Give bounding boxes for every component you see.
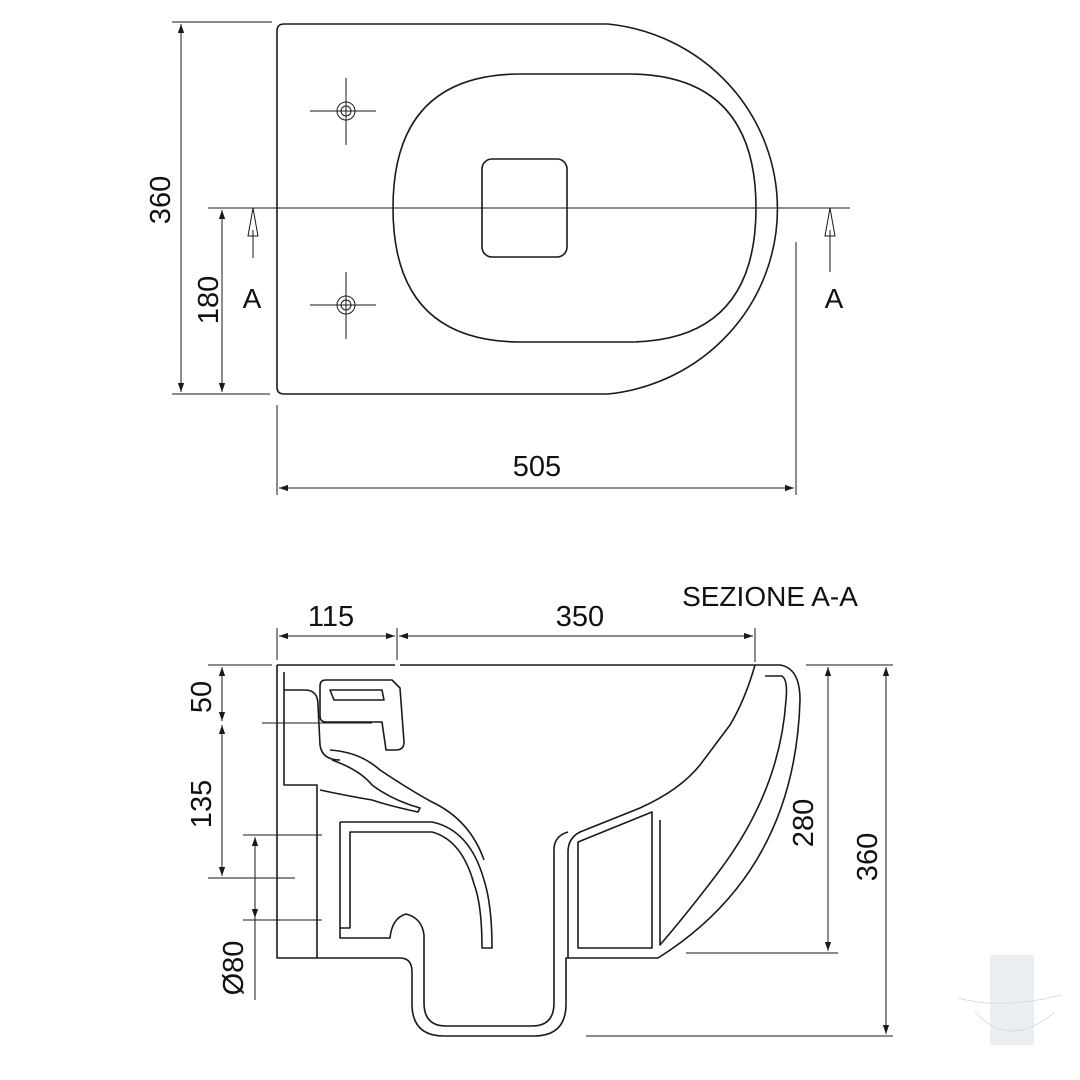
dim-280: 280 — [788, 799, 820, 847]
section-rim-front — [567, 664, 756, 958]
section-mark-left: A — [243, 283, 262, 314]
dim-115: 115 — [308, 601, 354, 633]
dim-plan-505: 505 — [513, 451, 561, 483]
plan-outer-outline — [276, 23, 779, 395]
dim-350: 350 — [556, 601, 604, 633]
plan-view: A A 360 180 505 — [145, 21, 850, 495]
fixing-hole-top — [310, 78, 376, 145]
dim-50: 50 — [186, 681, 218, 713]
section-mark-right: A — [825, 283, 844, 314]
section-flush-inlet — [319, 679, 405, 751]
section-view: SEZIONE A-A 115 — [186, 581, 893, 1037]
dim-plan-180: 180 — [193, 276, 225, 324]
section-arrow-right — [824, 207, 836, 272]
dim-80: Ø80 — [218, 941, 250, 996]
section-outer-body — [276, 664, 801, 1037]
dim-plan-360: 360 — [145, 176, 177, 224]
watermark-logo — [957, 955, 1063, 1045]
section-wall-plate — [283, 672, 318, 958]
dim-135: 135 — [186, 780, 218, 828]
section-title: SEZIONE A-A — [682, 581, 858, 612]
fixing-hole-bottom — [310, 272, 376, 339]
dim-section-360: 360 — [852, 833, 884, 881]
section-trap — [339, 822, 569, 1027]
plan-bowl-opening — [392, 73, 757, 343]
section-arrow-left — [247, 207, 259, 258]
